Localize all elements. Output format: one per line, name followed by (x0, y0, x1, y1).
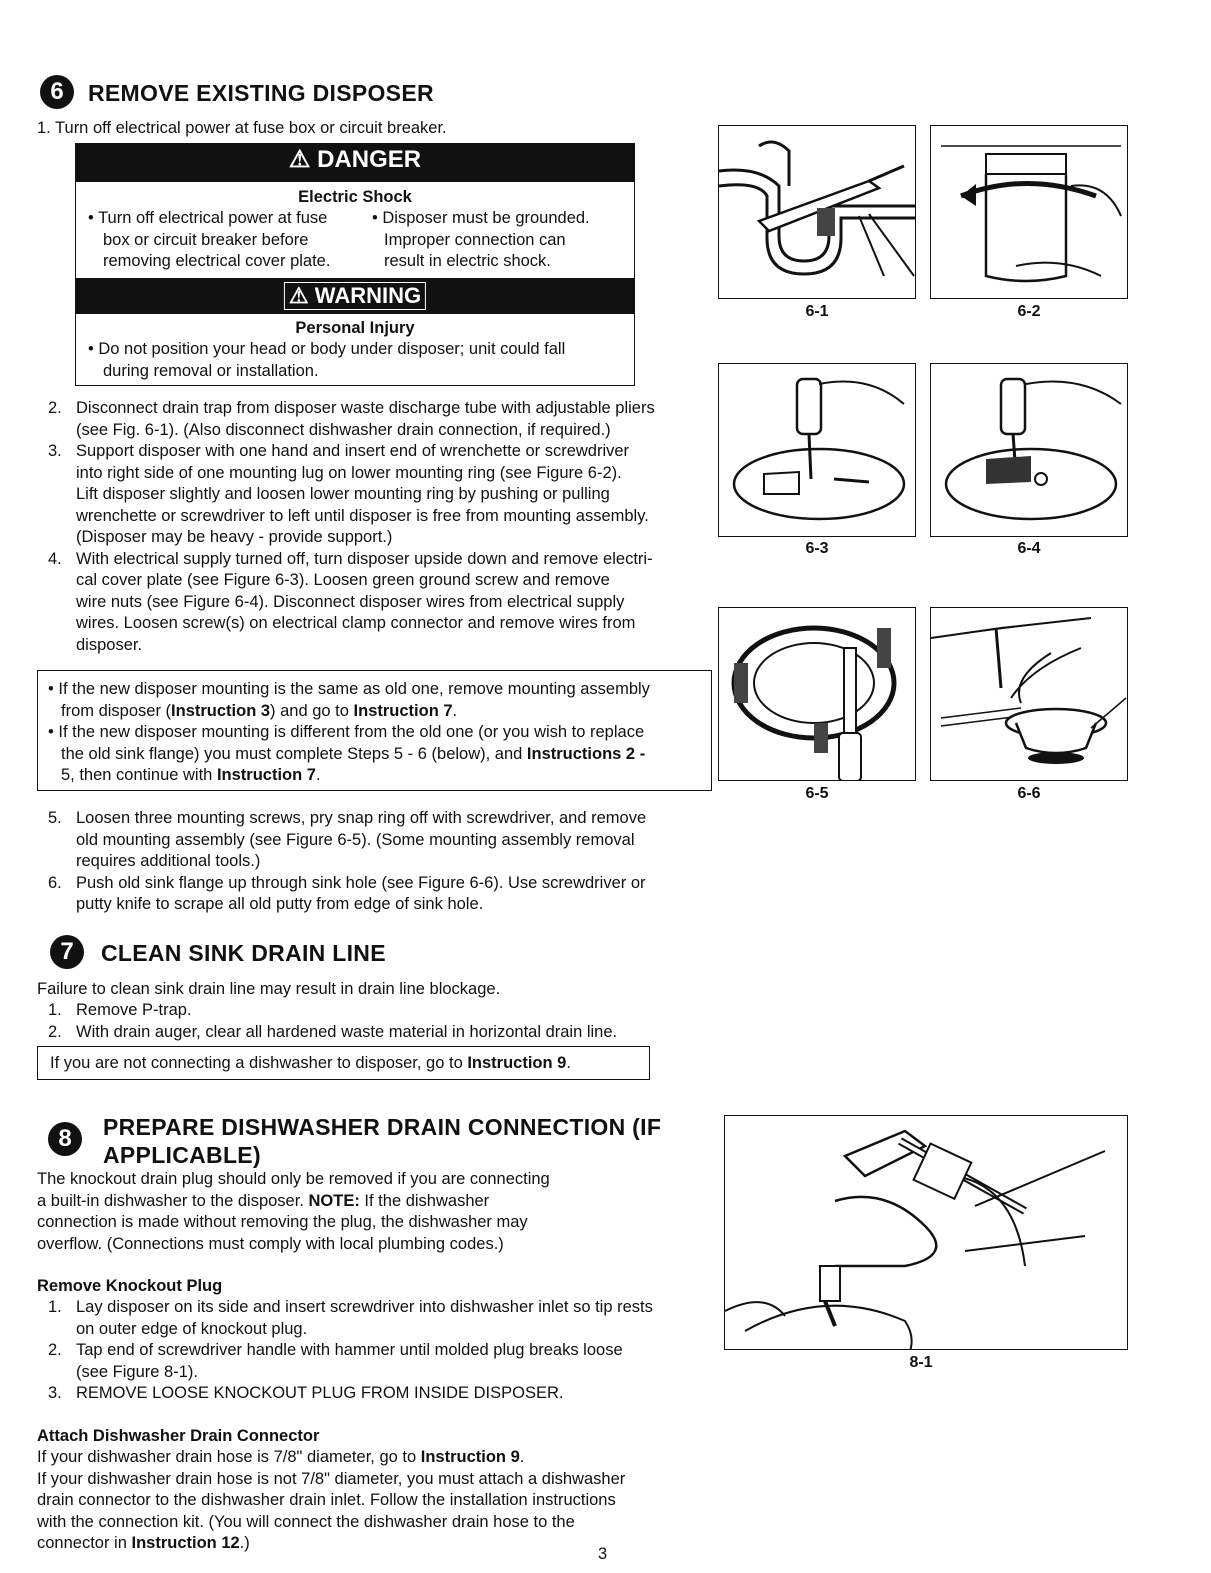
list-item: 6. Push old sink flange up through sink … (48, 873, 646, 914)
figure-8-1-caption: 8-1 (909, 1354, 933, 1371)
s8-intro: The knockout drain plug should only be r… (37, 1170, 550, 1253)
list-item: 4. With electrical supply turned off, tu… (48, 549, 653, 654)
s6-note-box: • If the new disposer mounting is the sa… (37, 670, 712, 791)
section-7-title: CLEAN SINK DRAIN LINE (101, 940, 386, 966)
figure-6-3 (718, 363, 916, 537)
warning-subtitle: Personal Injury (295, 319, 415, 337)
figure-6-4 (930, 363, 1128, 537)
list-item: 1.Remove P-trap. (48, 1001, 192, 1019)
figure-6-6 (930, 607, 1128, 781)
list-item: 5. Loosen three mounting screws, pry sna… (48, 809, 647, 870)
s7-note-box: If you are not connecting a dishwasher t… (37, 1046, 650, 1080)
note-bullet-2-line-2: the old sink flange) you must complete S… (61, 744, 646, 763)
list-item: 2.With drain auger, clear all hardened w… (48, 1022, 618, 1041)
sink-flange-push-icon (931, 617, 1127, 764)
danger-warning-box: ⚠ DANGER Electric Shock • Turn off elect… (75, 143, 635, 386)
s6-step-1: 1. Turn off electrical power at fuse box… (37, 119, 447, 137)
note-bullet-1-line-1: • If the new disposer mounting is the sa… (48, 680, 650, 698)
danger-right-text: • Disposer must be grounded. Improper co… (372, 209, 590, 270)
s7-steps: 1.Remove P-trap. 2.With drain auger, cle… (48, 1000, 713, 1043)
wire-nuts-screwdriver-icon (944, 377, 1122, 521)
note-bullet-2-line-1: • If the new disposer mounting is differ… (48, 723, 645, 741)
danger-bar: ⚠ DANGER (76, 144, 634, 182)
figure-8-1 (724, 1115, 1128, 1350)
section-8-title-line-1: PREPARE DISHWASHER DRAIN CONNECTION (IF (103, 1114, 662, 1140)
list-item: 2. Disconnect drain trap from disposer w… (48, 399, 655, 439)
figure-6-6-caption: 6-6 (1017, 785, 1041, 802)
danger-label: ⚠ DANGER (288, 146, 422, 173)
s8-attach-text: If your dishwasher drain hose is 7/8" di… (37, 1448, 626, 1552)
danger-subtitle: Electric Shock (298, 188, 412, 206)
list-item: 3. Support disposer with one hand and in… (48, 442, 649, 546)
section-7-badge: 7 (50, 935, 84, 969)
list-item: 3. REMOVE LOOSE KNOCKOUT PLUG FROM INSID… (48, 1384, 564, 1402)
section-8-title-line-2: APPLICABLE) (103, 1142, 261, 1168)
s8-subheading-attach-connector: Attach Dishwasher Drain Connector (37, 1427, 320, 1445)
page-number: 3 (598, 1545, 608, 1563)
s7-intro: Failure to clean sink drain line may res… (37, 980, 501, 998)
note-bullet-1-line-2: from disposer (Instruction 3) and go to … (61, 701, 458, 720)
list-item: 2. Tap end of screwdriver handle with ha… (48, 1341, 623, 1381)
note-bullet-2-line-3: 5, then continue with Instruction 7. (61, 766, 321, 784)
figure-6-5 (718, 607, 916, 781)
s6-steps-5-6: 5. Loosen three mounting screws, pry sna… (48, 808, 713, 916)
cover-plate-screwdriver-icon (732, 377, 906, 521)
warning-label: ⚠ WARNING (283, 282, 427, 310)
figure-6-1 (718, 125, 916, 299)
figure-6-2-caption: 6-2 (1017, 303, 1041, 320)
warning-bar: ⚠ WARNING (76, 278, 634, 314)
warning-text: • Do not position your head or body unde… (88, 340, 566, 380)
section-6-title: REMOVE EXISTING DISPOSER (88, 80, 434, 106)
drain-trap-pliers-icon (719, 140, 915, 277)
hammer-screwdriver-knockout-icon (725, 1129, 1106, 1349)
section-8-badge: 8 (48, 1122, 82, 1156)
s8-subheading-remove-knockout: Remove Knockout Plug (37, 1277, 223, 1295)
warning-triangle-icon: ⚠ (288, 146, 311, 173)
list-item: 1. Lay disposer on its side and insert s… (48, 1298, 653, 1338)
mounting-assembly-screwdriver-icon (731, 625, 897, 780)
s6-steps-2-4: 2. Disconnect drain trap from disposer w… (48, 398, 713, 656)
figure-6-2 (930, 125, 1128, 299)
s8-steps: 1. Lay disposer on its side and insert s… (48, 1297, 713, 1405)
figure-6-3-caption: 6-3 (805, 540, 829, 557)
section-6-badge: 6 (40, 75, 74, 109)
warning-triangle-icon: ⚠ (288, 283, 309, 308)
figure-6-5-caption: 6-5 (805, 785, 829, 802)
lower-ring-rotate-icon (941, 145, 1122, 283)
figure-6-1-caption: 6-1 (805, 303, 829, 320)
figure-6-4-caption: 6-4 (1017, 540, 1041, 557)
danger-left-text: • Turn off electrical power at fuse box … (88, 209, 331, 270)
